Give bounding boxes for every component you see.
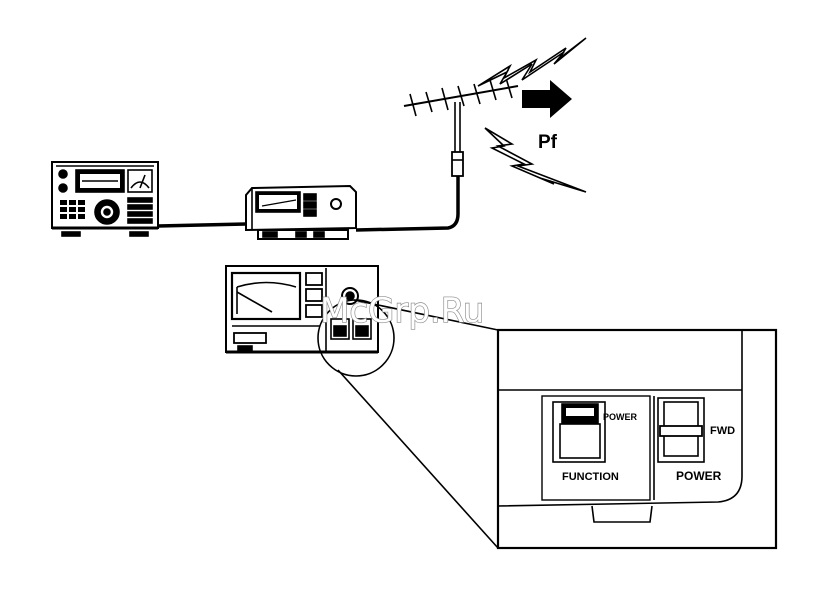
- power-switch[interactable]: [658, 398, 704, 462]
- radiation-bolt-lower: [485, 128, 586, 192]
- transceiver: [52, 162, 158, 236]
- forward-arrow-icon: [522, 80, 572, 118]
- radiation-bolt-upper: [478, 38, 586, 86]
- tuner-unit-small: [246, 186, 356, 239]
- watermark: McGrp.Ru: [320, 291, 484, 331]
- zoom-line-lower: [338, 370, 498, 548]
- pf-label: Pf: [538, 132, 558, 153]
- transceiver-meter: [128, 170, 152, 192]
- power-position-label: POWER: [603, 412, 638, 422]
- function-switch[interactable]: [553, 402, 605, 462]
- power-label: POWER: [676, 469, 722, 483]
- yagi-antenna: [404, 78, 518, 176]
- coax-cable-2: [356, 176, 458, 230]
- zoom-inset: [498, 330, 776, 548]
- coax-cable-1: [158, 224, 246, 226]
- transceiver-keypad: [60, 200, 85, 219]
- fwd-label: FWD: [710, 425, 735, 437]
- function-label: FUNCTION: [562, 471, 619, 483]
